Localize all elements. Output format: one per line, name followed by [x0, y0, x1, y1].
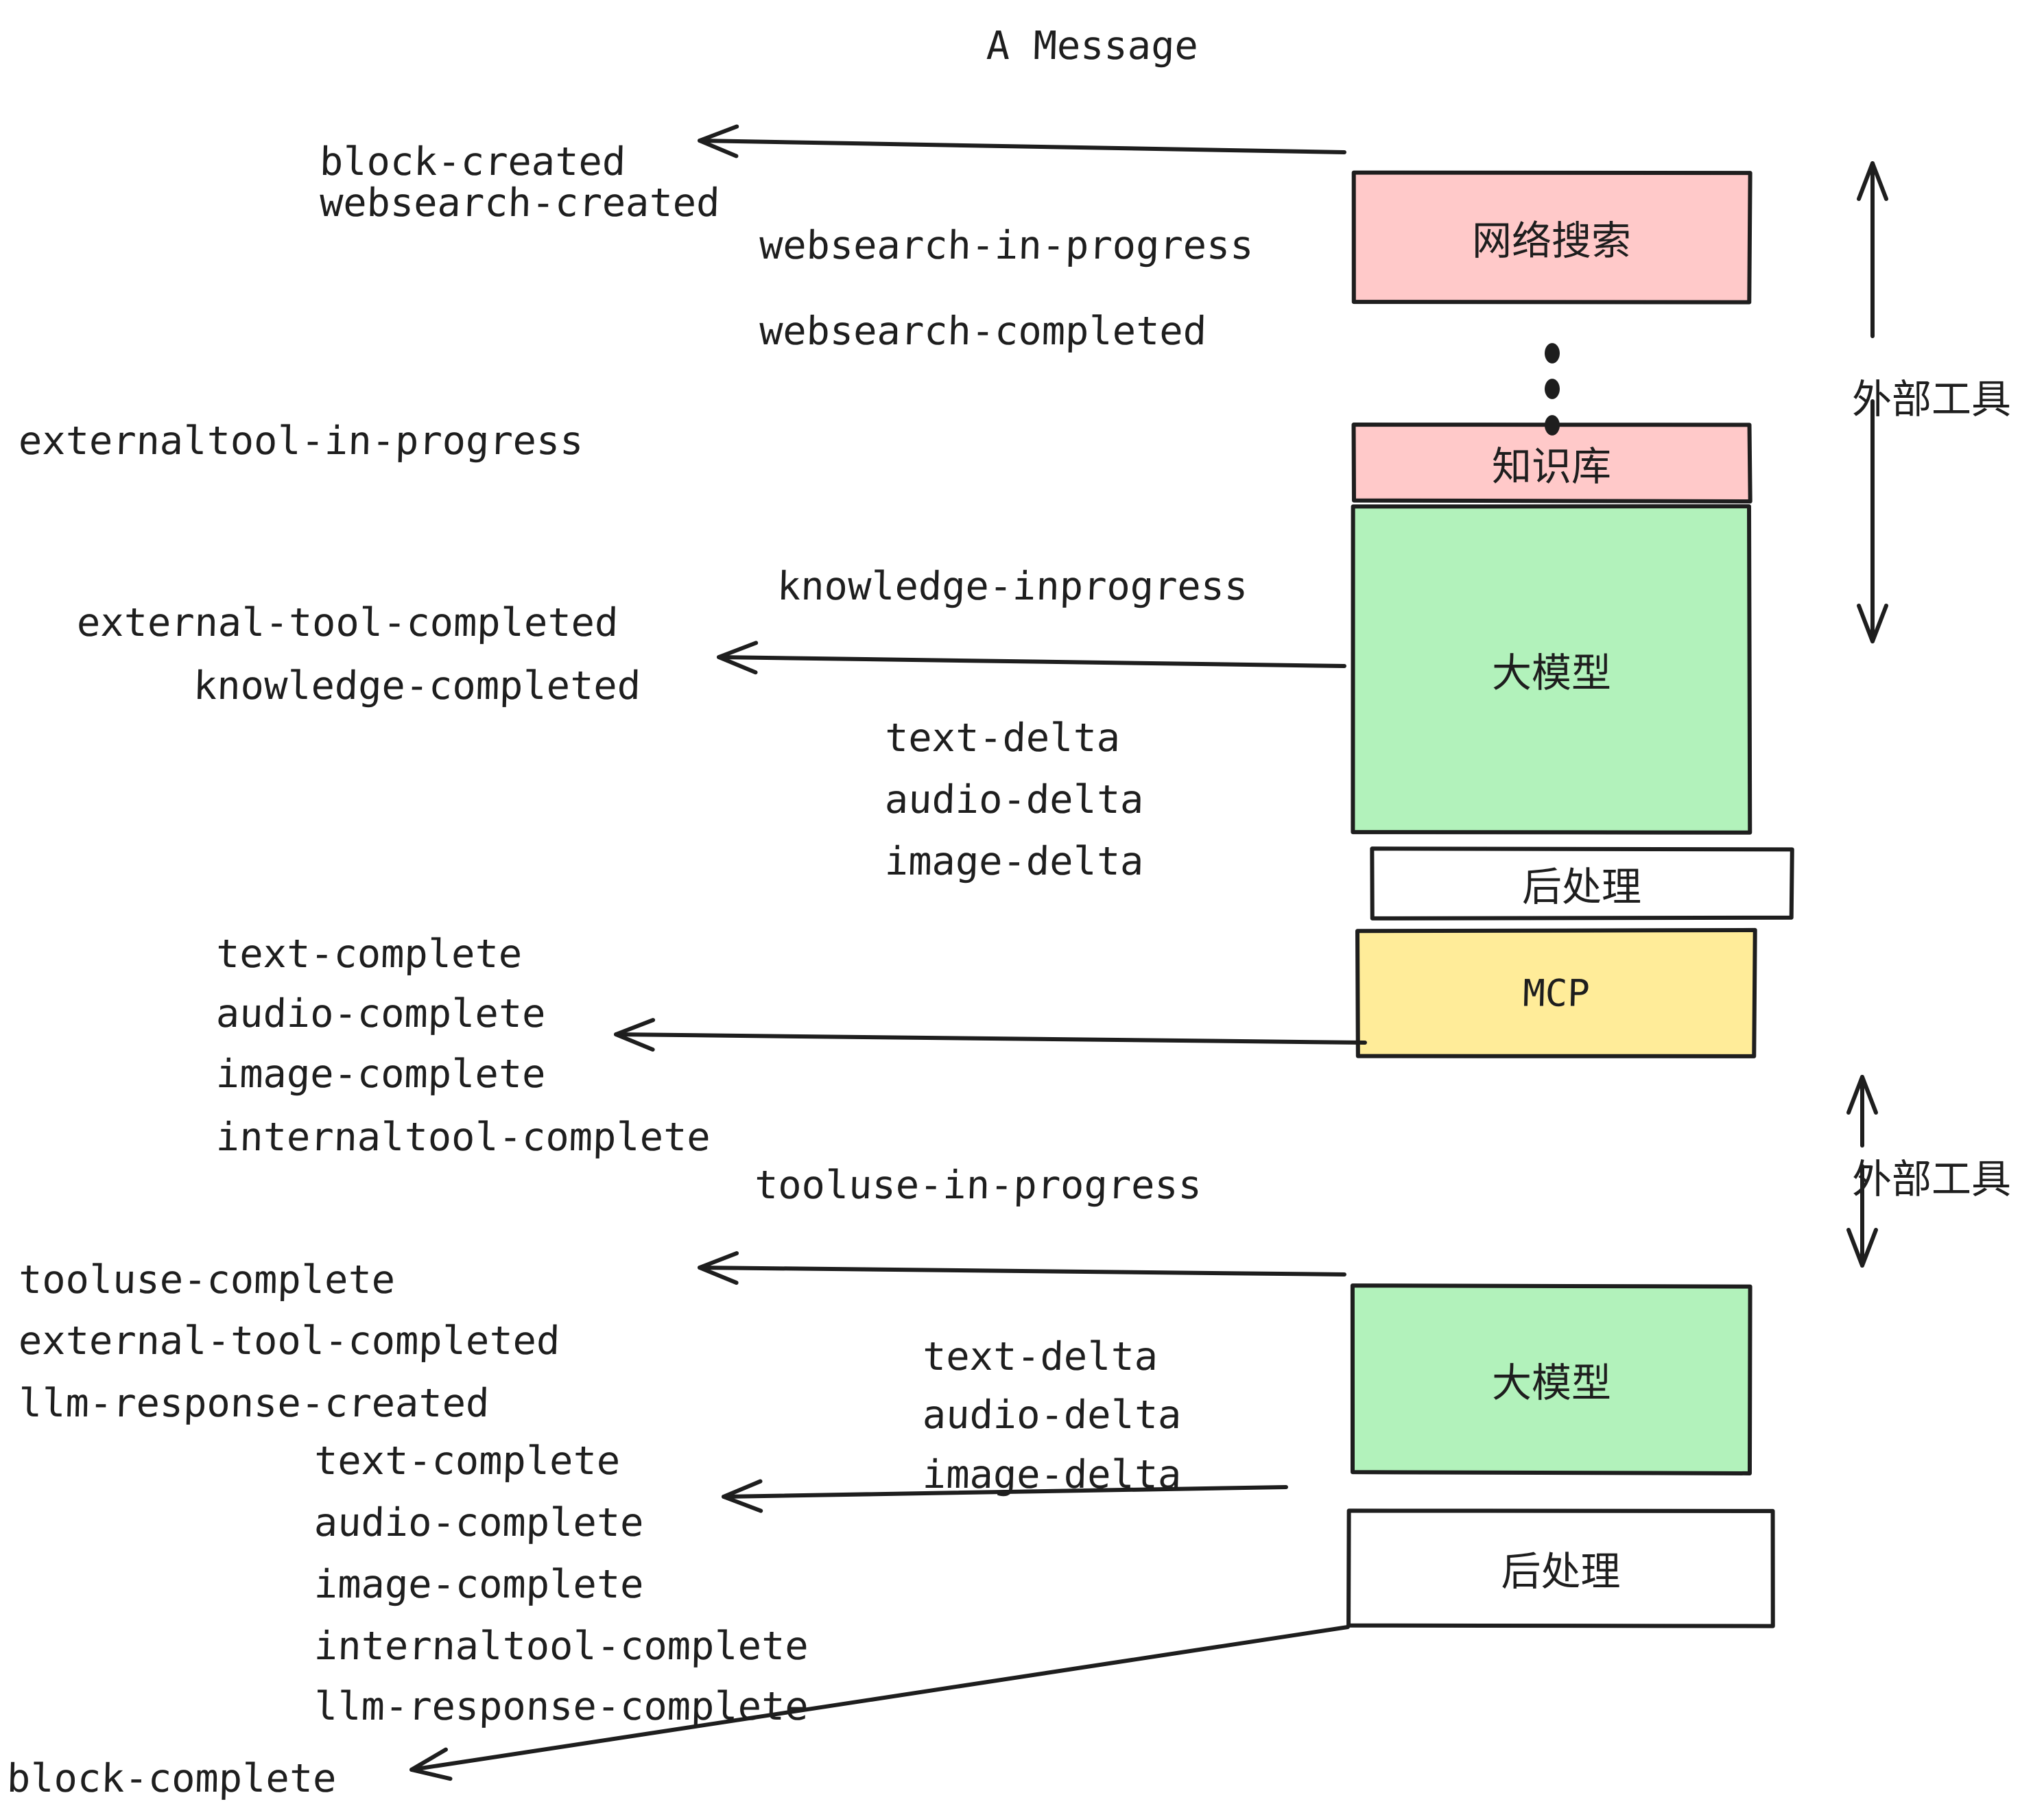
event-label-external-tool-completed-2: external-tool-completed	[18, 1322, 560, 1361]
event-label-externaltool-in-progress: externaltool-in-progress	[18, 422, 584, 461]
ellipsis-dot-3	[1545, 415, 1560, 436]
box-label-mcp: MCP	[1522, 972, 1590, 1015]
box-label-llm-1: 大模型	[1492, 641, 1611, 698]
box-label-knowledge: 知识库	[1492, 434, 1611, 492]
arrow-mcp	[700, 1253, 1344, 1283]
brackets-layer	[1849, 163, 1886, 1266]
event-label-image-delta-1: image-delta	[884, 842, 1144, 881]
bracket-label-external-tools-bottom: 外部工具	[1852, 1147, 2011, 1204]
event-label-block-complete: block-complete	[6, 1759, 337, 1799]
ellipsis-dot-1	[1545, 343, 1560, 364]
arrow-knowledge-shaft	[719, 657, 1344, 666]
event-label-websearch-completed: websearch-completed	[759, 312, 1207, 351]
box-label-llm-2: 大模型	[1492, 1351, 1611, 1408]
event-label-tooluse-complete: tooluse-complete	[18, 1261, 396, 1300]
bracket-label-external-tools-top: 外部工具	[1852, 367, 2011, 425]
page-title: A Message	[986, 23, 1199, 69]
event-label-tooluse-in-progress: tooluse-in-progress	[754, 1166, 1202, 1205]
event-label-text-delta-2: text-delta	[922, 1338, 1158, 1377]
event-label-websearch-in-progress: websearch-in-progress	[759, 226, 1254, 265]
event-label-internaltool-complete-2: internaltool-complete	[313, 1627, 809, 1666]
event-label-image-complete-2: image-complete	[313, 1565, 644, 1604]
event-label-image-delta-2: image-delta	[922, 1456, 1182, 1495]
event-label-llm-response-created: llm-response-created	[18, 1384, 490, 1423]
event-label-block-created: block-created	[319, 143, 626, 182]
event-label-audio-delta-1: audio-delta	[884, 781, 1144, 820]
event-label-knowledge-inprogress: knowledge-inprogress	[776, 567, 1248, 606]
event-label-audio-complete-1: audio-complete	[215, 995, 546, 1034]
event-label-text-complete-1: text-complete	[215, 935, 523, 974]
box-label-websearch: 网络搜索	[1472, 209, 1631, 266]
event-label-text-complete-2: text-complete	[313, 1442, 621, 1481]
event-label-audio-complete-2: audio-complete	[313, 1504, 644, 1543]
arrow-mcp-shaft	[700, 1268, 1344, 1274]
event-label-image-complete-1: image-complete	[215, 1055, 546, 1094]
arrow-postprocess1	[616, 1020, 1365, 1049]
arrow-postprocess1-shaft	[616, 1034, 1365, 1043]
box-label-postprocess-2: 后处理	[1501, 1539, 1620, 1597]
event-label-knowledge-completed: knowledge-completed	[193, 667, 641, 706]
event-label-external-tool-completed-1: external-tool-completed	[76, 604, 619, 643]
event-label-text-delta-1: text-delta	[884, 719, 1121, 758]
arrow-knowledge	[719, 643, 1344, 672]
arrow-websearch-shaft	[700, 141, 1344, 152]
ellipsis-dots	[1545, 343, 1560, 436]
event-label-audio-delta-2: audio-delta	[922, 1396, 1182, 1435]
arrow-websearch	[700, 126, 1344, 156]
box-label-postprocess-1: 后处理	[1522, 855, 1641, 912]
event-label-internaltool-complete-1: internaltool-complete	[215, 1118, 711, 1157]
event-label-llm-response-complete: llm-response-complete	[313, 1687, 809, 1726]
ellipsis-dot-2	[1545, 379, 1560, 399]
event-label-websearch-created: websearch-created	[319, 184, 720, 223]
